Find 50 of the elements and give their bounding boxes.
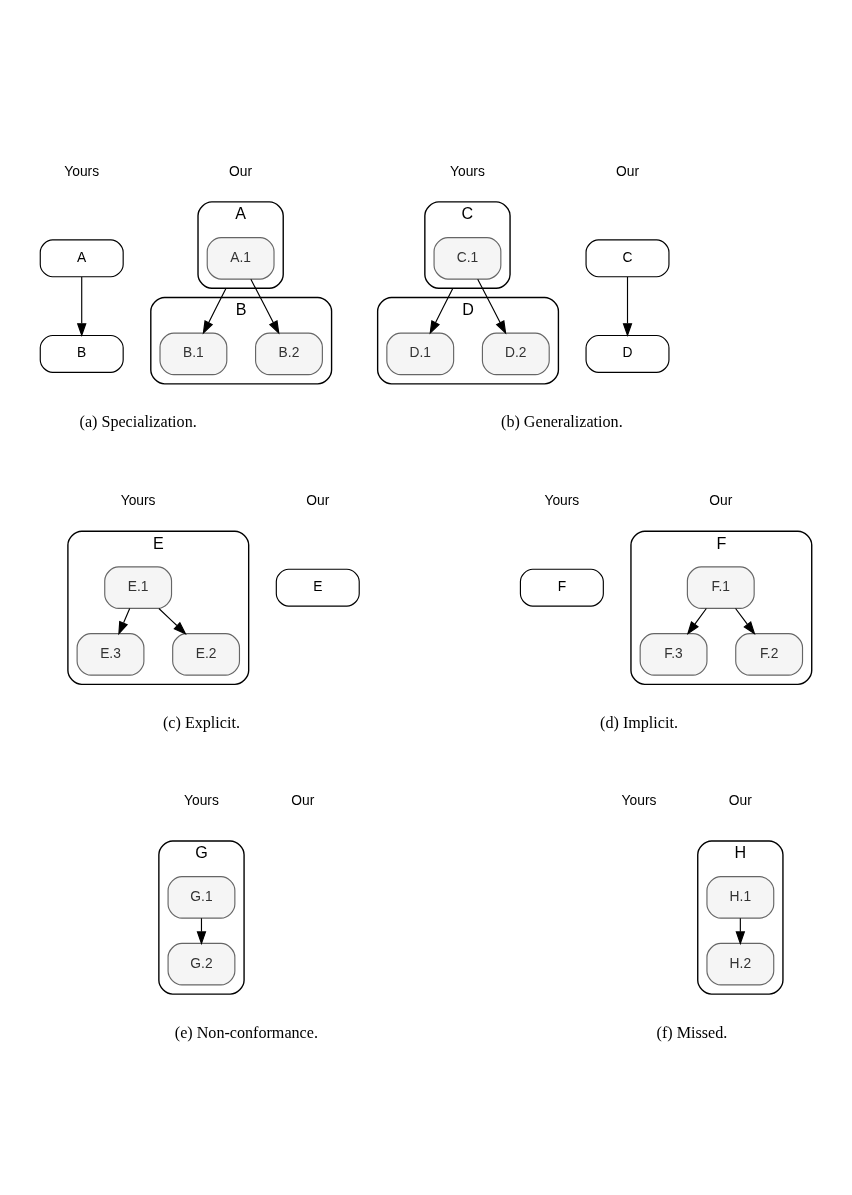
arrow <box>429 287 454 335</box>
arrow <box>686 607 707 635</box>
node-box: F <box>519 568 604 607</box>
node-box: E <box>275 568 360 607</box>
node-box: B <box>39 334 124 373</box>
arrow <box>250 278 280 335</box>
node-box: E.1 <box>104 565 173 609</box>
label: Yours <box>64 162 100 179</box>
label: Our <box>616 162 639 179</box>
label: (c) Explicit. <box>163 713 240 731</box>
node-box: E.3 <box>76 632 145 676</box>
node-box: C.1 <box>433 236 502 280</box>
node-box: F.2 <box>735 632 804 676</box>
arrow <box>118 607 131 635</box>
node-box: C <box>585 238 670 277</box>
label: (f) Missed. <box>656 1023 728 1041</box>
label: (a) Specialization. <box>79 412 197 430</box>
label: Our <box>229 162 253 179</box>
node-box: A.1 <box>206 236 275 280</box>
node-box: B.2 <box>255 332 323 375</box>
label: Yours <box>450 162 485 179</box>
node-box: D.1 <box>386 332 455 375</box>
label: Our <box>291 791 315 808</box>
node-box: E.2 <box>172 632 241 676</box>
node-box: H.1 <box>706 875 775 919</box>
node-box: F.1 <box>686 565 755 609</box>
label: Yours <box>544 491 580 508</box>
label: (b) Generalization. <box>501 412 623 430</box>
label: Our <box>306 491 330 508</box>
arrow <box>477 278 507 335</box>
node-box: G.2 <box>167 942 236 985</box>
node-box: B.1 <box>159 332 228 375</box>
label: Yours <box>120 491 156 508</box>
arrow <box>76 275 87 337</box>
label: Our <box>709 491 733 508</box>
label: Our <box>728 791 752 808</box>
node-box: D.2 <box>481 332 550 375</box>
label: Yours <box>184 791 219 808</box>
arrow <box>734 607 756 635</box>
arrow <box>202 287 227 335</box>
node-box: F.3 <box>639 632 708 676</box>
label: (d) Implicit. <box>600 713 678 731</box>
node-box: H.2 <box>706 942 775 985</box>
arrow <box>158 607 187 635</box>
arrow <box>622 275 633 337</box>
label: Yours <box>621 791 657 808</box>
node-box: A <box>39 238 124 277</box>
label: (e) Non-conformance. <box>174 1023 318 1041</box>
node-box: D <box>585 334 670 373</box>
node-box: G.1 <box>167 875 236 919</box>
